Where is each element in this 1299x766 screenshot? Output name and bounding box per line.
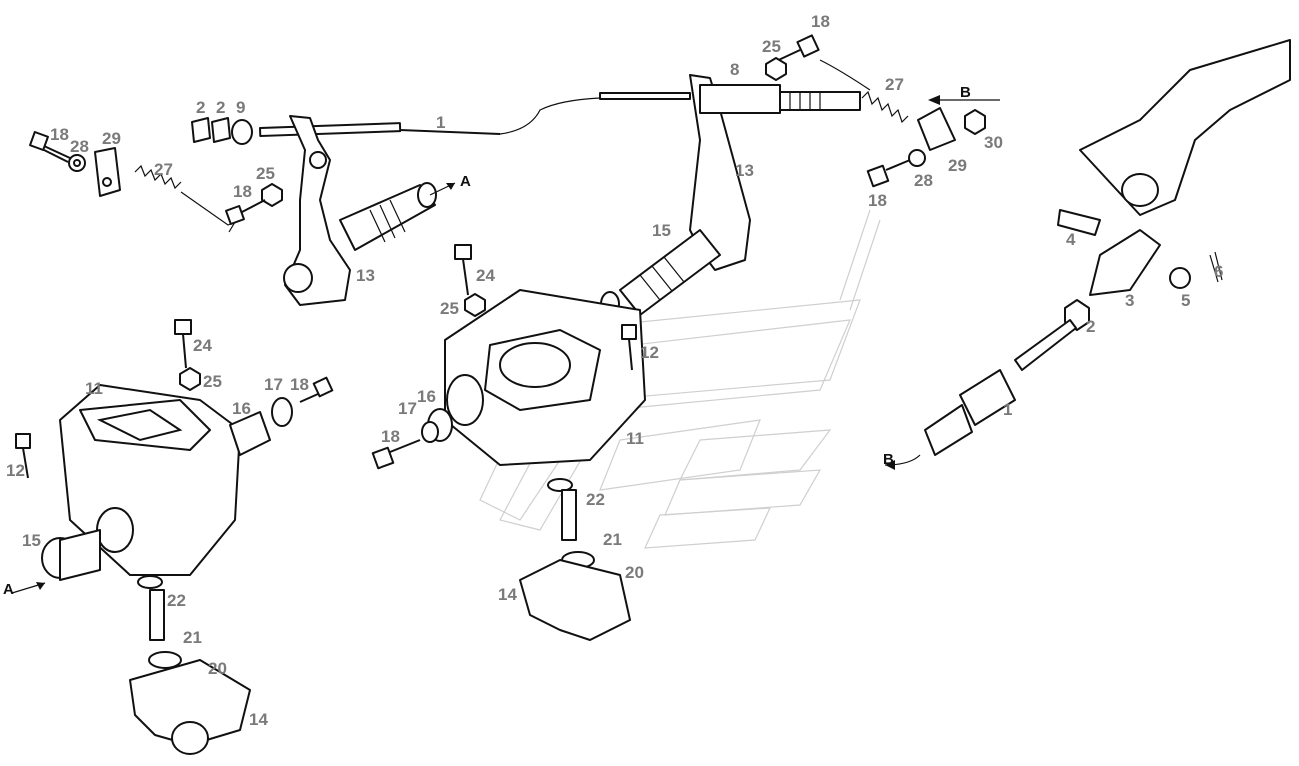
part-label: 6 (1214, 262, 1223, 281)
part-label: 21 (603, 530, 622, 549)
part-label: 12 (640, 343, 659, 362)
part-label: 18 (381, 427, 400, 446)
part-label: 14 (249, 710, 268, 729)
part-label: 24 (476, 266, 495, 285)
part-label: 17 (264, 375, 283, 394)
part-label: 28 (70, 137, 89, 156)
part-label: 22 (586, 490, 605, 509)
part-label: 2 (1086, 317, 1095, 336)
arrow-label-b-bottom: B (883, 451, 894, 468)
part-label: 25 (762, 37, 781, 56)
part-label: 12 (6, 461, 25, 480)
part-label: 11 (85, 379, 103, 398)
part-label: 2 (216, 98, 225, 117)
part-label: 13 (356, 266, 375, 285)
part-label: 1 (1003, 400, 1012, 419)
part-label: 18 (233, 182, 252, 201)
part-label: 9 (236, 98, 245, 117)
part-label: 18 (868, 191, 887, 210)
center-lever-assembly (599, 34, 1000, 317)
left-housing (11, 319, 334, 755)
arrow-label-b-top: B (960, 84, 971, 101)
part-label: 13 (735, 161, 754, 180)
part-label: 1 (436, 113, 445, 132)
part-label: 14 (498, 585, 517, 604)
left-lever-assembly (29, 97, 601, 306)
part-label: 16 (417, 387, 436, 406)
part-label: 2 (196, 98, 205, 117)
part-label: 25 (203, 372, 222, 391)
part-label: 15 (652, 221, 671, 240)
part-label: 25 (256, 164, 275, 183)
part-label: 15 (22, 531, 41, 550)
part-label: 18 (50, 125, 69, 144)
part-label: 11 (626, 429, 644, 448)
part-label: 29 (102, 129, 121, 148)
part-label: 3 (1125, 291, 1134, 310)
arrow-label-a-left: A (3, 581, 14, 598)
part-label: 30 (984, 133, 1003, 152)
part-label: 24 (193, 336, 212, 355)
part-label: 25 (440, 299, 459, 318)
part-label: 17 (398, 399, 417, 418)
part-label: 4 (1066, 230, 1076, 249)
part-label: 28 (914, 171, 933, 190)
part-label: 22 (167, 591, 186, 610)
part-label: 20 (208, 659, 227, 678)
part-label: 20 (625, 563, 644, 582)
part-label: 5 (1181, 291, 1190, 310)
part-label: 16 (232, 399, 251, 418)
part-label: 18 (811, 12, 830, 31)
part-label: 18 (290, 375, 309, 394)
arrow-label-a-top: A (460, 173, 471, 190)
right-cable-assembly (884, 39, 1291, 470)
part-label: 8 (730, 60, 739, 79)
center-housing (371, 244, 646, 641)
part-label: 27 (154, 160, 173, 179)
part-label: 21 (183, 628, 202, 647)
part-label: 29 (948, 156, 967, 175)
part-label: 27 (885, 75, 904, 94)
